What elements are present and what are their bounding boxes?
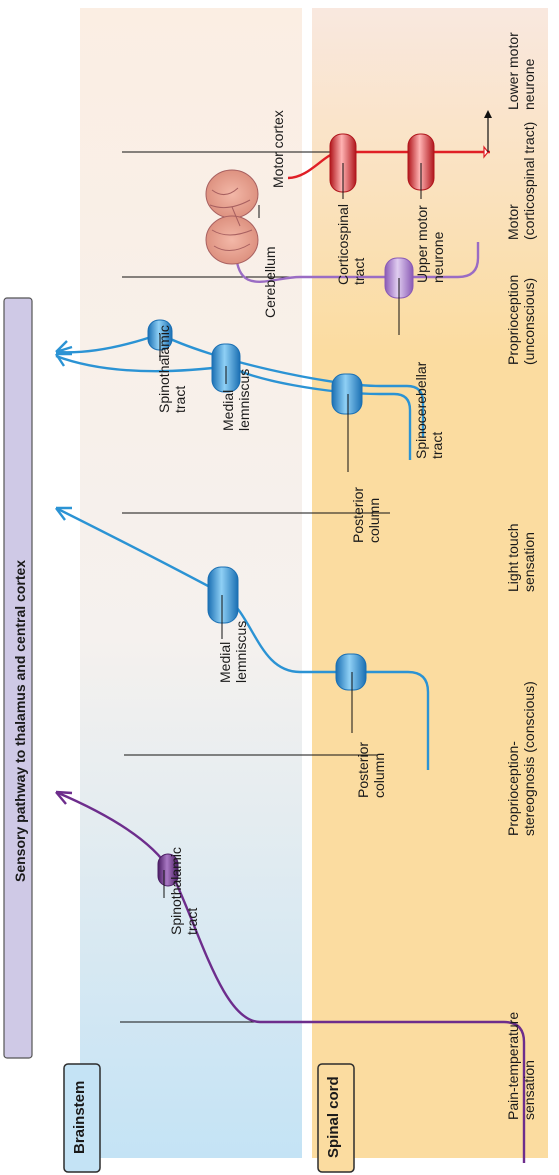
cerebellum-icon [205, 169, 259, 265]
label-corticospinal-tract: Corticospinal tract [335, 204, 368, 285]
banner-title: Sensory pathway to thalamus and central … [12, 559, 28, 882]
label-medial-lemniscus-1: Medial lemniscus [217, 620, 250, 683]
pain-temperature-pathway [55, 790, 526, 1163]
label-spinocerebellar-tract: Spinocerebellar tract [413, 361, 446, 459]
sensory-banner-box [3, 297, 33, 1059]
label-lower-motor-neurone: Lower motor neurone [505, 32, 538, 110]
light-touch-pathway [55, 319, 425, 460]
label-posterior-column-1: Posterior column [355, 741, 388, 798]
label-motor-cortex: Motor cortex [270, 110, 286, 188]
label-medial-lemniscus-2: Medial lemniscus [220, 368, 253, 431]
leader-lines [159, 163, 422, 898]
brainstem-region [80, 8, 302, 1158]
label-spinothalamic-tract-1: Spinothalamic tract [168, 847, 201, 935]
brainstem-tab [63, 1063, 101, 1173]
proprioception-conscious-pathway [55, 506, 430, 770]
spinal-cord-label: Spinal cord [325, 1076, 342, 1158]
label-cerebellum: Cerebellum [262, 246, 278, 318]
brainstem-label: Brainstem [71, 1080, 88, 1154]
label-posterior-column-2: Posterior column [350, 486, 383, 543]
column-label-motor: Motor (corticospinal tract) [505, 121, 538, 240]
spinal-cord-tab [317, 1063, 355, 1173]
label-upper-motor-neurone: Upper motor neurone [414, 205, 447, 283]
column-label-light-touch: Light touch sensation [505, 523, 538, 593]
label-spinothalamic-tract-2: Spinothalamic tract [156, 325, 189, 413]
column-label-pain-temperature: Pain-temperature sensation [505, 1011, 538, 1120]
column-label-proprioception-conscious: Proprioception- stereognosis (conscious) [505, 681, 538, 836]
spinal-cord-region [312, 8, 548, 1158]
column-label-proprioception-unconscious: Proprioception (unconscious) [505, 274, 538, 365]
